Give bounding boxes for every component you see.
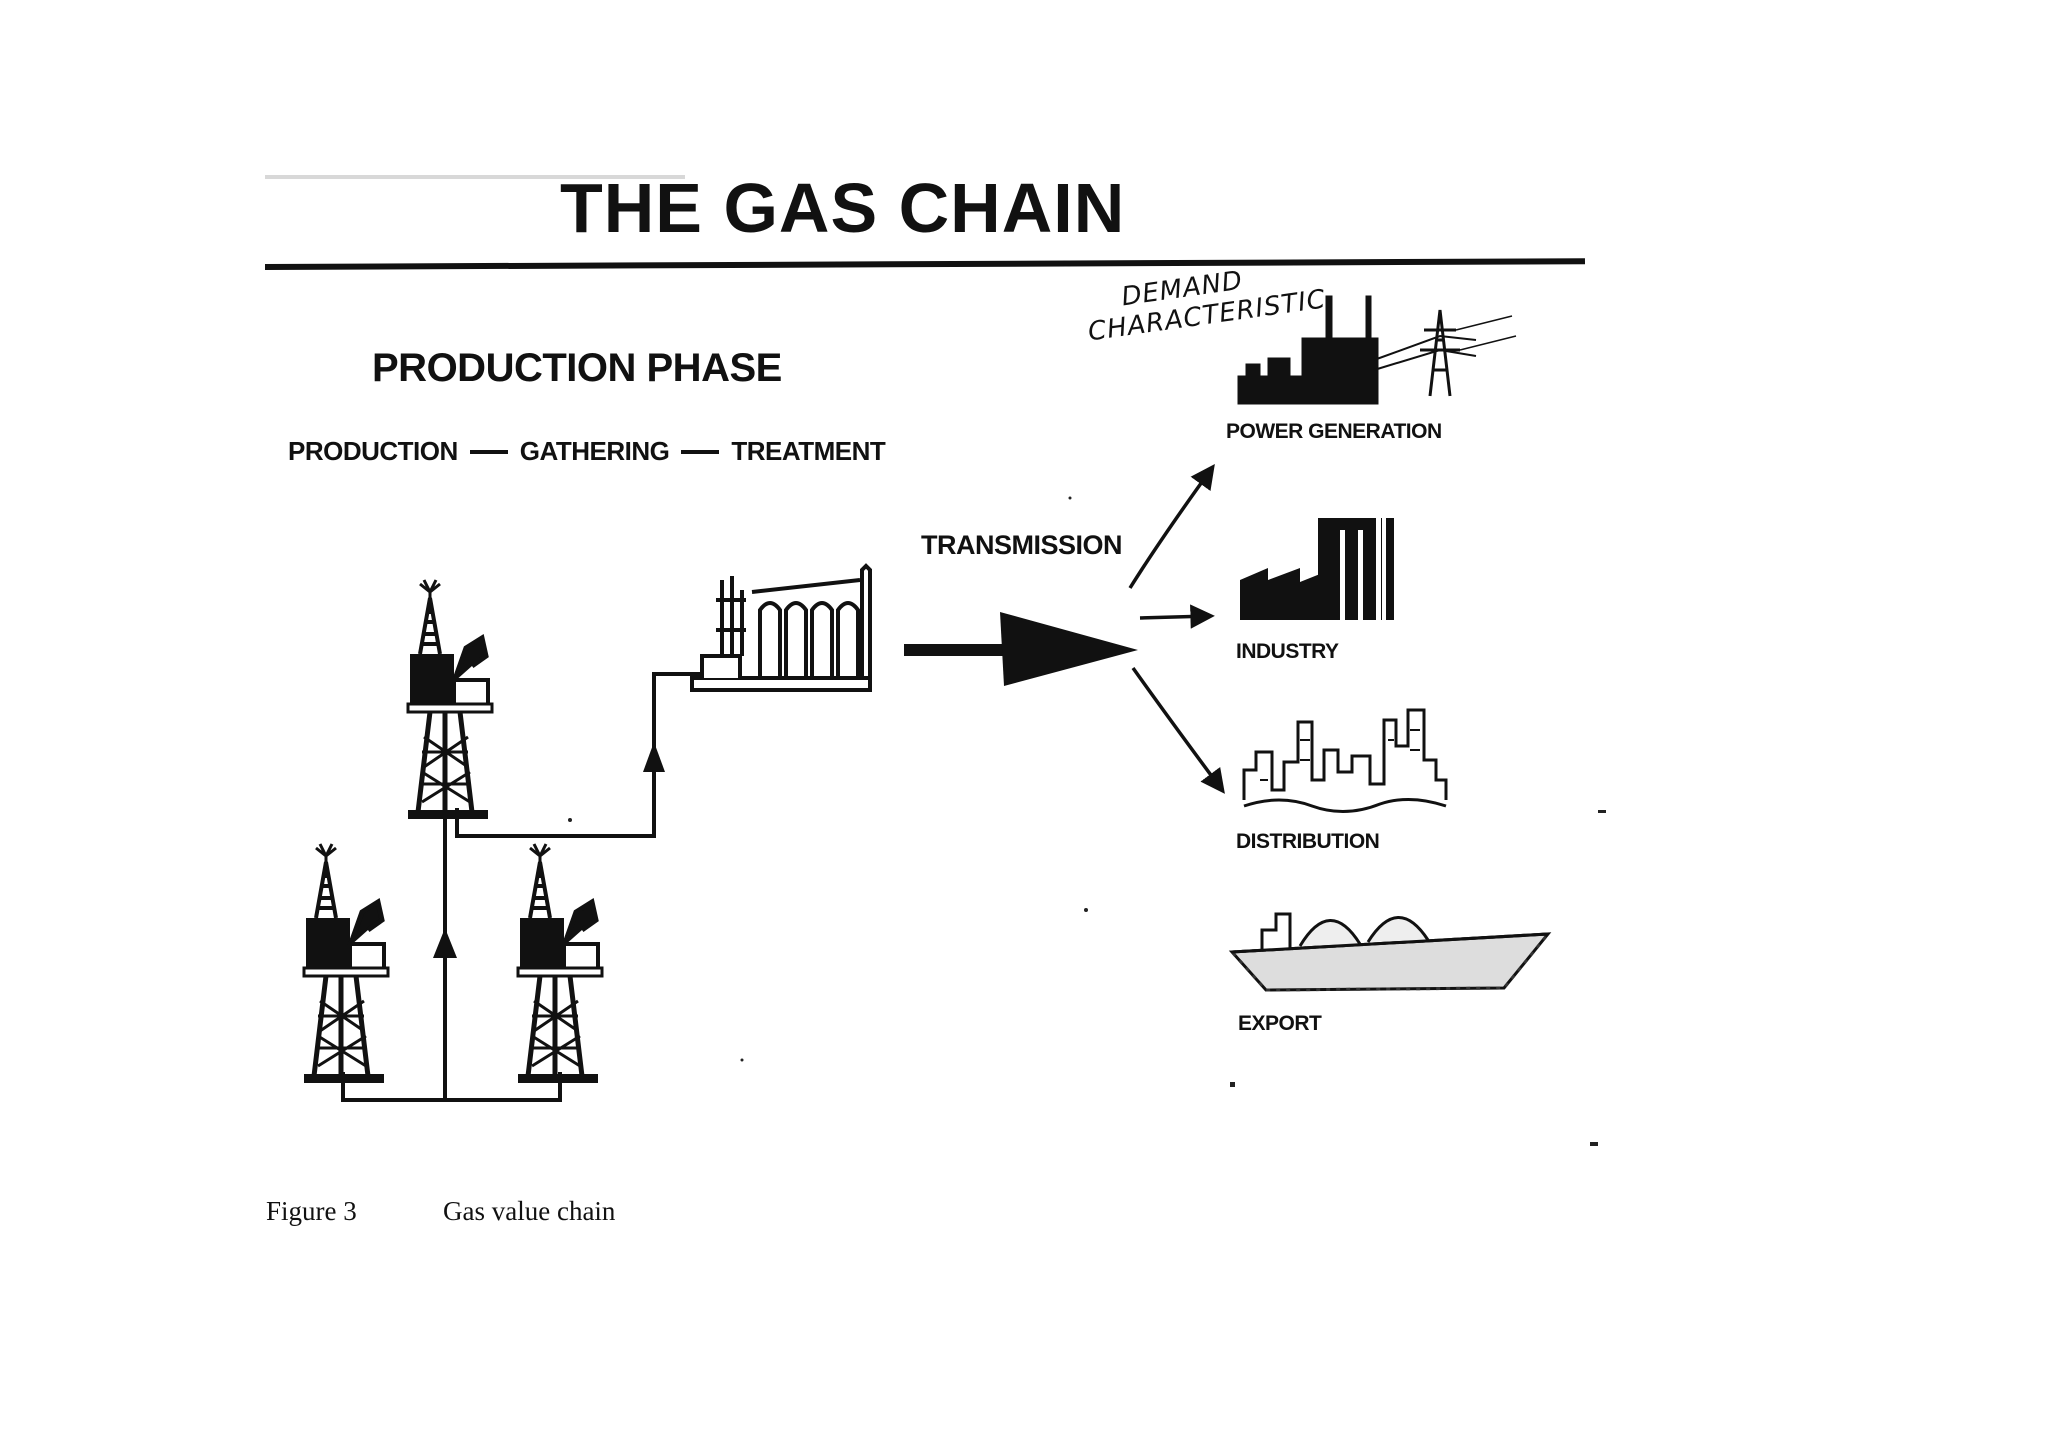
step-gathering: GATHERING: [519, 436, 670, 466]
transmission-arrow-icon: [904, 612, 1138, 686]
power-plant-icon: [1237, 295, 1477, 405]
output-label-distribution: DISTRIBUTION: [1236, 830, 1380, 853]
city-skyline-icon: [1242, 708, 1448, 814]
flow-arrow-icon: [433, 928, 457, 958]
output-label-industry: INDUSTRY: [1236, 640, 1339, 663]
step-connector: [681, 449, 720, 454]
flow-arrow-icon: [643, 742, 665, 772]
gathering-pipelines: [341, 672, 700, 1102]
production-phase-heading: PRODUCTION PHASE: [372, 346, 782, 390]
lng-tanker-ship-icon: [1228, 912, 1552, 992]
offshore-rig-icon: [408, 580, 492, 819]
treatment-plant-icon: [690, 563, 872, 692]
figure-number: Figure 3: [266, 1196, 357, 1226]
step-production: PRODUCTION: [288, 436, 458, 466]
scan-specks: [568, 496, 1606, 1146]
step-treatment: TREATMENT: [731, 436, 886, 466]
transmission-tower-icon: [1420, 309, 1517, 397]
faint-scan-line: [265, 175, 685, 179]
output-label-export: EXPORT: [1238, 1012, 1322, 1035]
production-steps: PRODUCTION GATHERING TREATMENT: [288, 436, 886, 467]
output-label-power-generation: POWER GENERATION: [1226, 420, 1442, 443]
transmission-label: TRANSMISSION: [921, 530, 1123, 560]
offshore-rig-icon: [304, 844, 388, 1083]
figure-caption: Gas value chain: [443, 1196, 616, 1226]
branch-arrows: [1128, 464, 1225, 794]
factory-icon: [1240, 518, 1394, 620]
step-connector: [469, 449, 508, 454]
diagram-title: THE GAS CHAIN: [560, 169, 1126, 247]
offshore-rig-icon: [518, 844, 602, 1083]
